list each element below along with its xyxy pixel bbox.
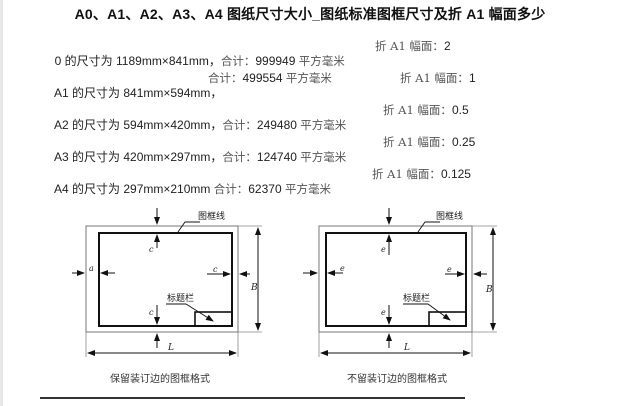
unit-label: 平方毫米 xyxy=(284,182,331,196)
fold-label: 折 A1 幅面： xyxy=(400,71,469,85)
dim-c-bottom-label: c xyxy=(149,308,154,317)
dim-b-label: B xyxy=(485,285,493,295)
dim-l-label: L xyxy=(403,343,410,353)
title-block xyxy=(428,311,467,327)
diagram-caption-no-binding: 不留装订边的图框格式 xyxy=(347,374,447,385)
size-text: A1 的尺寸为 841mm×594mm， xyxy=(54,86,223,100)
paper-outline xyxy=(318,225,473,333)
page-left-edge xyxy=(0,0,3,406)
frame-line xyxy=(98,232,233,327)
dim-e-bottom-label: e xyxy=(381,308,386,317)
dim-c-right-label: c xyxy=(213,265,218,274)
total-value: 499554 xyxy=(242,71,283,85)
frame-line-label: 图框线 xyxy=(198,210,225,222)
fold-info: 折 A1 幅面：0.5 xyxy=(383,102,469,118)
fold-value: 0.25 xyxy=(451,135,476,149)
paper-size-row-a3: A3 的尺寸为 420mm×297mm，合计：124740 平方毫米 折 A1 … xyxy=(48,134,475,179)
paper-size-row-a4: A4 的尺寸为 297mm×210mm 合计：62370 平方毫米 折 A1 幅… xyxy=(48,166,471,211)
fold-info: 折 A1 幅面：1 xyxy=(400,70,476,86)
total-label: 合计： xyxy=(222,118,257,132)
dim-c-top-label: c xyxy=(149,245,154,254)
total-value: 124740 xyxy=(256,150,297,164)
title-block xyxy=(194,311,233,327)
dim-a-label: a xyxy=(89,264,94,273)
diagram-with-binding-edge: 图框线 标题栏 a c c c B L xyxy=(72,208,262,357)
fold-value: 0.125 xyxy=(440,167,471,181)
fold-value: 1 xyxy=(468,71,476,85)
fold-info: 折 A1 幅面：2 xyxy=(375,38,451,54)
fold-label: 折 A1 幅面： xyxy=(383,135,452,149)
fold-info: 折 A1 幅面：0.125 xyxy=(372,166,471,182)
fold-value: 0.5 xyxy=(451,103,469,117)
unit-label: 平方毫米 xyxy=(300,118,347,132)
frame-line-label: 图框线 xyxy=(436,210,463,222)
size-text: A4 的尺寸为 297mm×210mm xyxy=(54,182,211,196)
total-value: 249480 xyxy=(256,118,297,132)
frame-line xyxy=(325,232,467,327)
diagram-without-binding-edge: 图框线 标题栏 e e e e B L xyxy=(303,208,497,357)
fold-value: 2 xyxy=(443,39,451,53)
total-label: 合计： xyxy=(213,182,249,196)
fold-label: 折 A1 幅面： xyxy=(375,39,444,53)
unit-label: 平方毫米 xyxy=(298,54,345,68)
total-label: 合计： xyxy=(208,71,243,85)
dim-b-label: B xyxy=(250,283,258,293)
paper-size-row-a2: A2 的尺寸为 594mm×420mm，合计：249480 平方毫米 折 A1 … xyxy=(48,102,469,147)
dim-e-right-label: e xyxy=(447,265,452,274)
page-title: A0、A1、A2、A3、A4 图纸尺寸大小_图纸标准图框尺寸及折 A1 幅面多少 xyxy=(74,6,546,22)
dim-e-top-label: e xyxy=(381,245,386,254)
paper-size-row-a1: A1 的尺寸为 841mm×594mm， 合计：499554 平方毫米 折 A1… xyxy=(48,70,476,129)
paper-size-row-a0: 0 的尺寸为 1189mm×841mm，合计：999949 平方毫米 折 A1 … xyxy=(48,38,451,83)
total-value: 62370 xyxy=(248,182,282,196)
total-label: 合计： xyxy=(220,54,256,68)
title-block-label: 标题栏 xyxy=(167,292,194,304)
dim-e-left-label: e xyxy=(340,264,345,273)
unit-label: 平方毫米 xyxy=(285,71,332,85)
title-block-label: 标题栏 xyxy=(403,292,430,304)
total-label: 合计： xyxy=(222,150,257,164)
size-text: A2 的尺寸为 594mm×420mm， xyxy=(54,118,223,132)
size-text: A3 的尺寸为 420mm×297mm， xyxy=(54,150,223,164)
total-info: 合计：499554 平方毫米 xyxy=(208,70,332,86)
bottom-divider xyxy=(40,397,465,399)
dim-l-label: L xyxy=(167,343,174,353)
unit-label: 平方毫米 xyxy=(300,150,347,164)
fold-info: 折 A1 幅面：0.25 xyxy=(383,134,475,150)
total-value: 999949 xyxy=(255,54,296,68)
diagram-caption-binding: 保留装订边的图框格式 xyxy=(110,374,210,385)
fold-label: 折 A1 幅面： xyxy=(372,167,441,181)
size-text: 0 的尺寸为 1189mm×841mm， xyxy=(54,54,221,68)
paper-outline xyxy=(85,225,239,333)
fold-label: 折 A1 幅面： xyxy=(383,103,452,117)
